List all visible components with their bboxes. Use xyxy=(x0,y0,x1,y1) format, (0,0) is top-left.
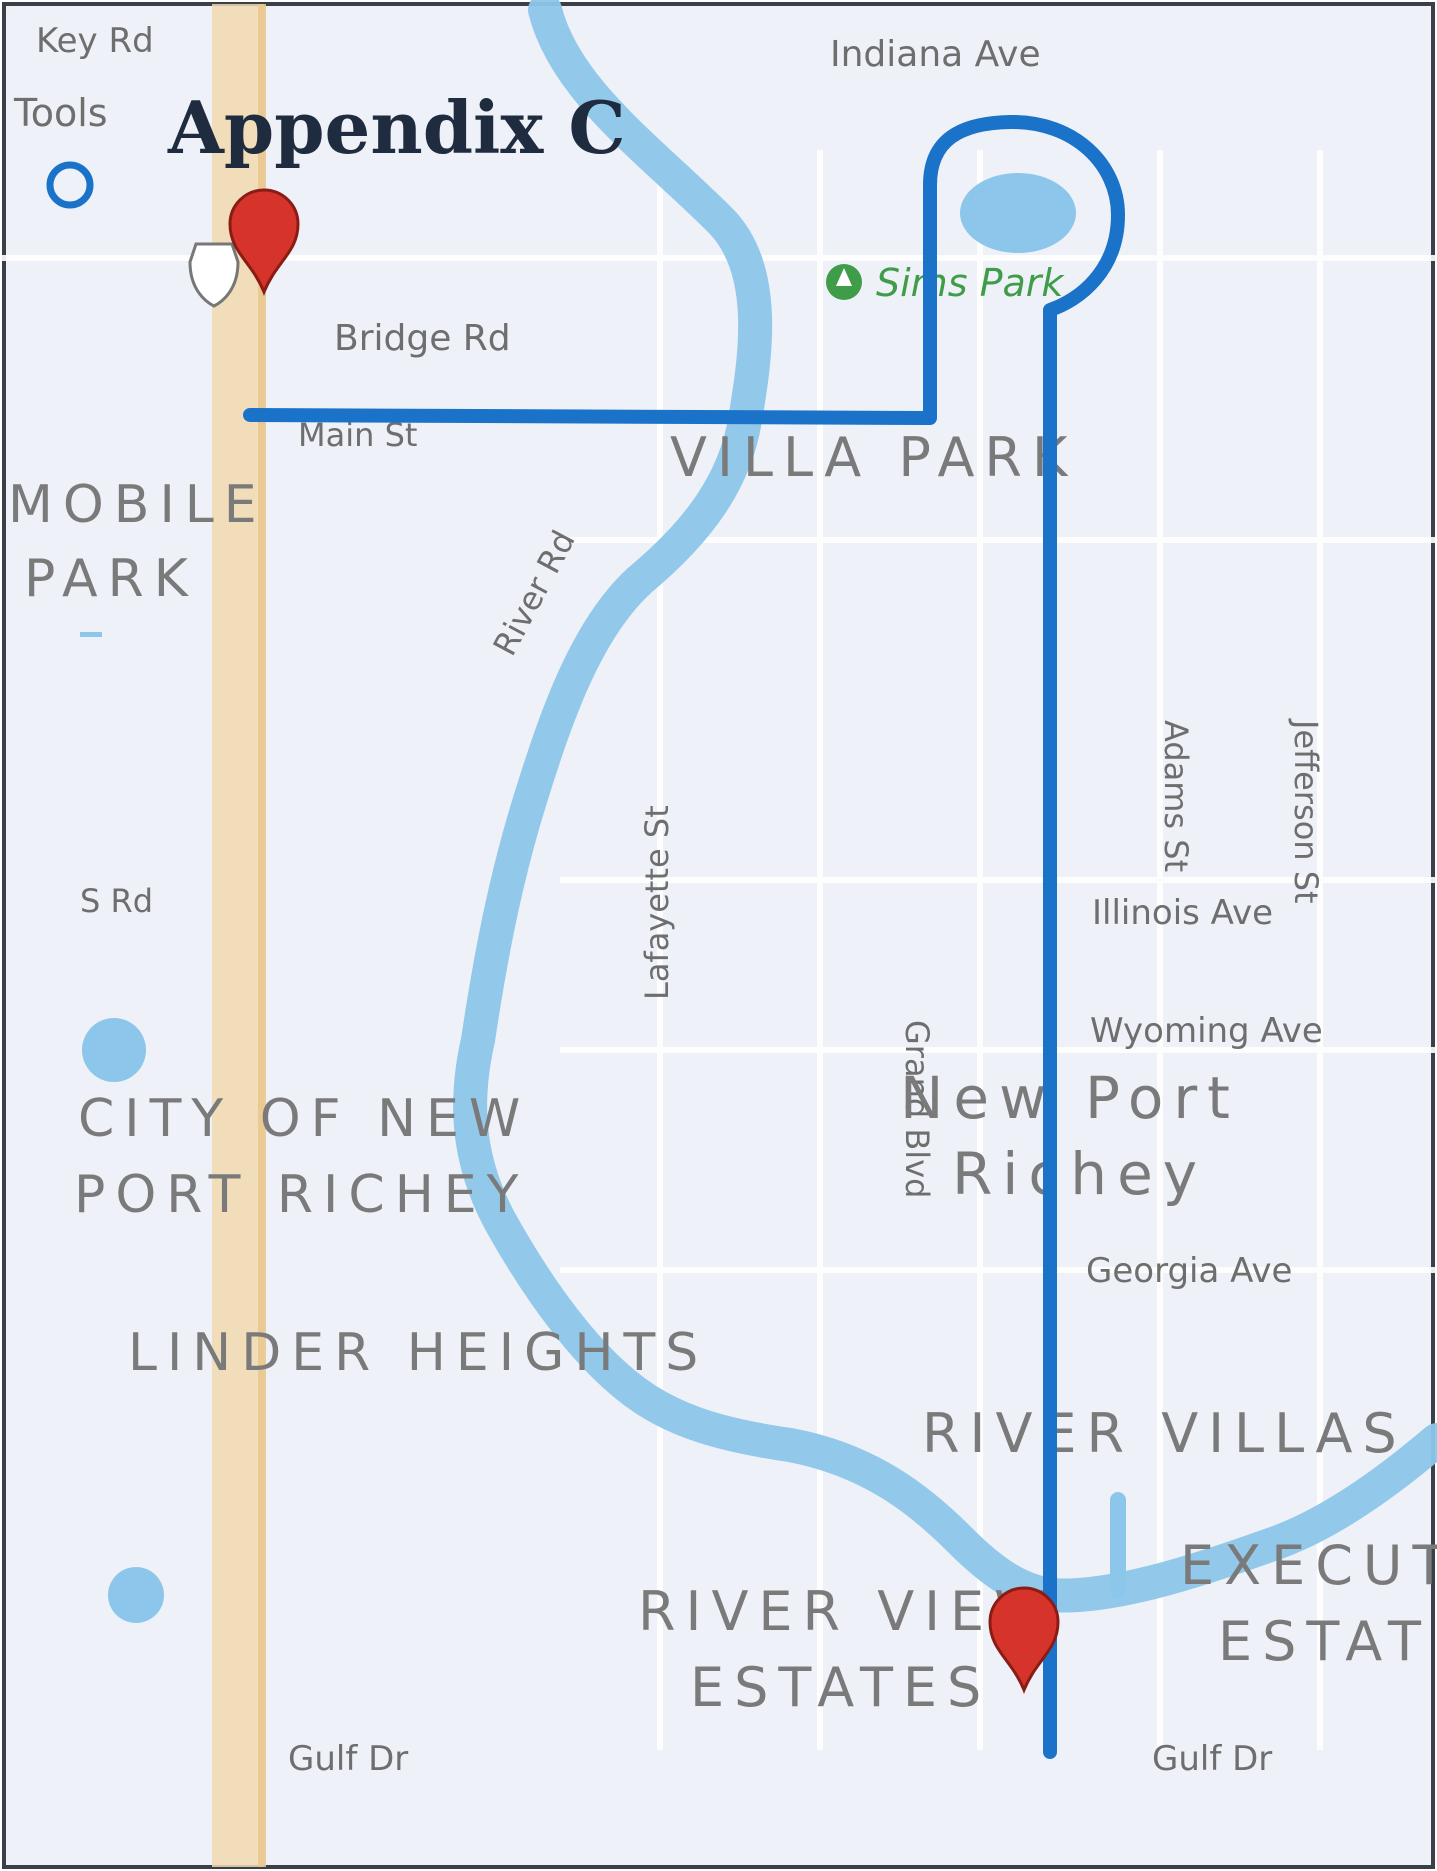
label-gulf-dr-right: Gulf Dr xyxy=(1152,1739,1272,1779)
area-mobile-park-line1: MOBILE xyxy=(8,475,267,535)
label-grand-blvd: Grand Blvd xyxy=(898,1020,936,1198)
lake xyxy=(960,173,1076,253)
start-marker-icon xyxy=(228,188,300,297)
area-executive-line1: EXECUT xyxy=(1180,1534,1437,1597)
label-georgia-ave: Georgia Ave xyxy=(1086,1251,1292,1291)
highway-road xyxy=(212,4,264,1867)
label-key-rd: Key Rd xyxy=(36,21,154,61)
page-title: Appendix C xyxy=(167,85,626,170)
area-new-port-line2: Richey xyxy=(952,1140,1207,1208)
area-river-view-line1: RIVER VIEW xyxy=(638,1580,1058,1643)
location-ring-icon xyxy=(46,161,94,209)
label-bridge-rd: Bridge Rd xyxy=(334,318,511,359)
label-tools: Tools xyxy=(13,91,108,135)
area-city-line2: PORT RICHEY xyxy=(74,1165,528,1225)
area-river-villas: RIVER VILLAS xyxy=(922,1402,1407,1465)
label-gulf-dr-left: Gulf Dr xyxy=(288,1739,408,1779)
highway-road-edge xyxy=(258,4,266,1867)
route-line xyxy=(243,114,1125,1759)
label-illinois-ave: Illinois Ave xyxy=(1092,893,1273,933)
area-linder-heights: LINDER HEIGHTS xyxy=(128,1323,708,1383)
end-marker-icon xyxy=(988,1586,1060,1695)
label-jefferson-st: Jefferson St xyxy=(1287,718,1325,904)
area-city-line1: CITY OF NEW xyxy=(78,1089,530,1149)
label-wyoming-ave: Wyoming Ave xyxy=(1090,1011,1323,1051)
us-highway-shield-icon xyxy=(188,242,240,308)
park-tree-glyph xyxy=(836,268,852,286)
pond-west xyxy=(82,1018,146,1082)
area-new-port-line1: New Port xyxy=(900,1064,1240,1132)
area-villa-park: VILLA PARK xyxy=(670,426,1077,489)
label-lafayette-st: Lafayette St xyxy=(638,805,676,1000)
small-water-mark xyxy=(80,632,102,637)
label-adams-st: Adams St xyxy=(1157,720,1195,872)
area-river-view-line2: ESTATES xyxy=(690,1656,991,1719)
label-sims-park: Sims Park xyxy=(876,261,1065,305)
pond-southwest xyxy=(108,1567,164,1623)
label-s-rd: S Rd xyxy=(80,882,153,920)
area-executive-line2: ESTAT xyxy=(1218,1610,1431,1673)
label-indiana-ave: Indiana Ave xyxy=(830,34,1041,75)
area-mobile-park-line2: PARK xyxy=(24,549,198,609)
